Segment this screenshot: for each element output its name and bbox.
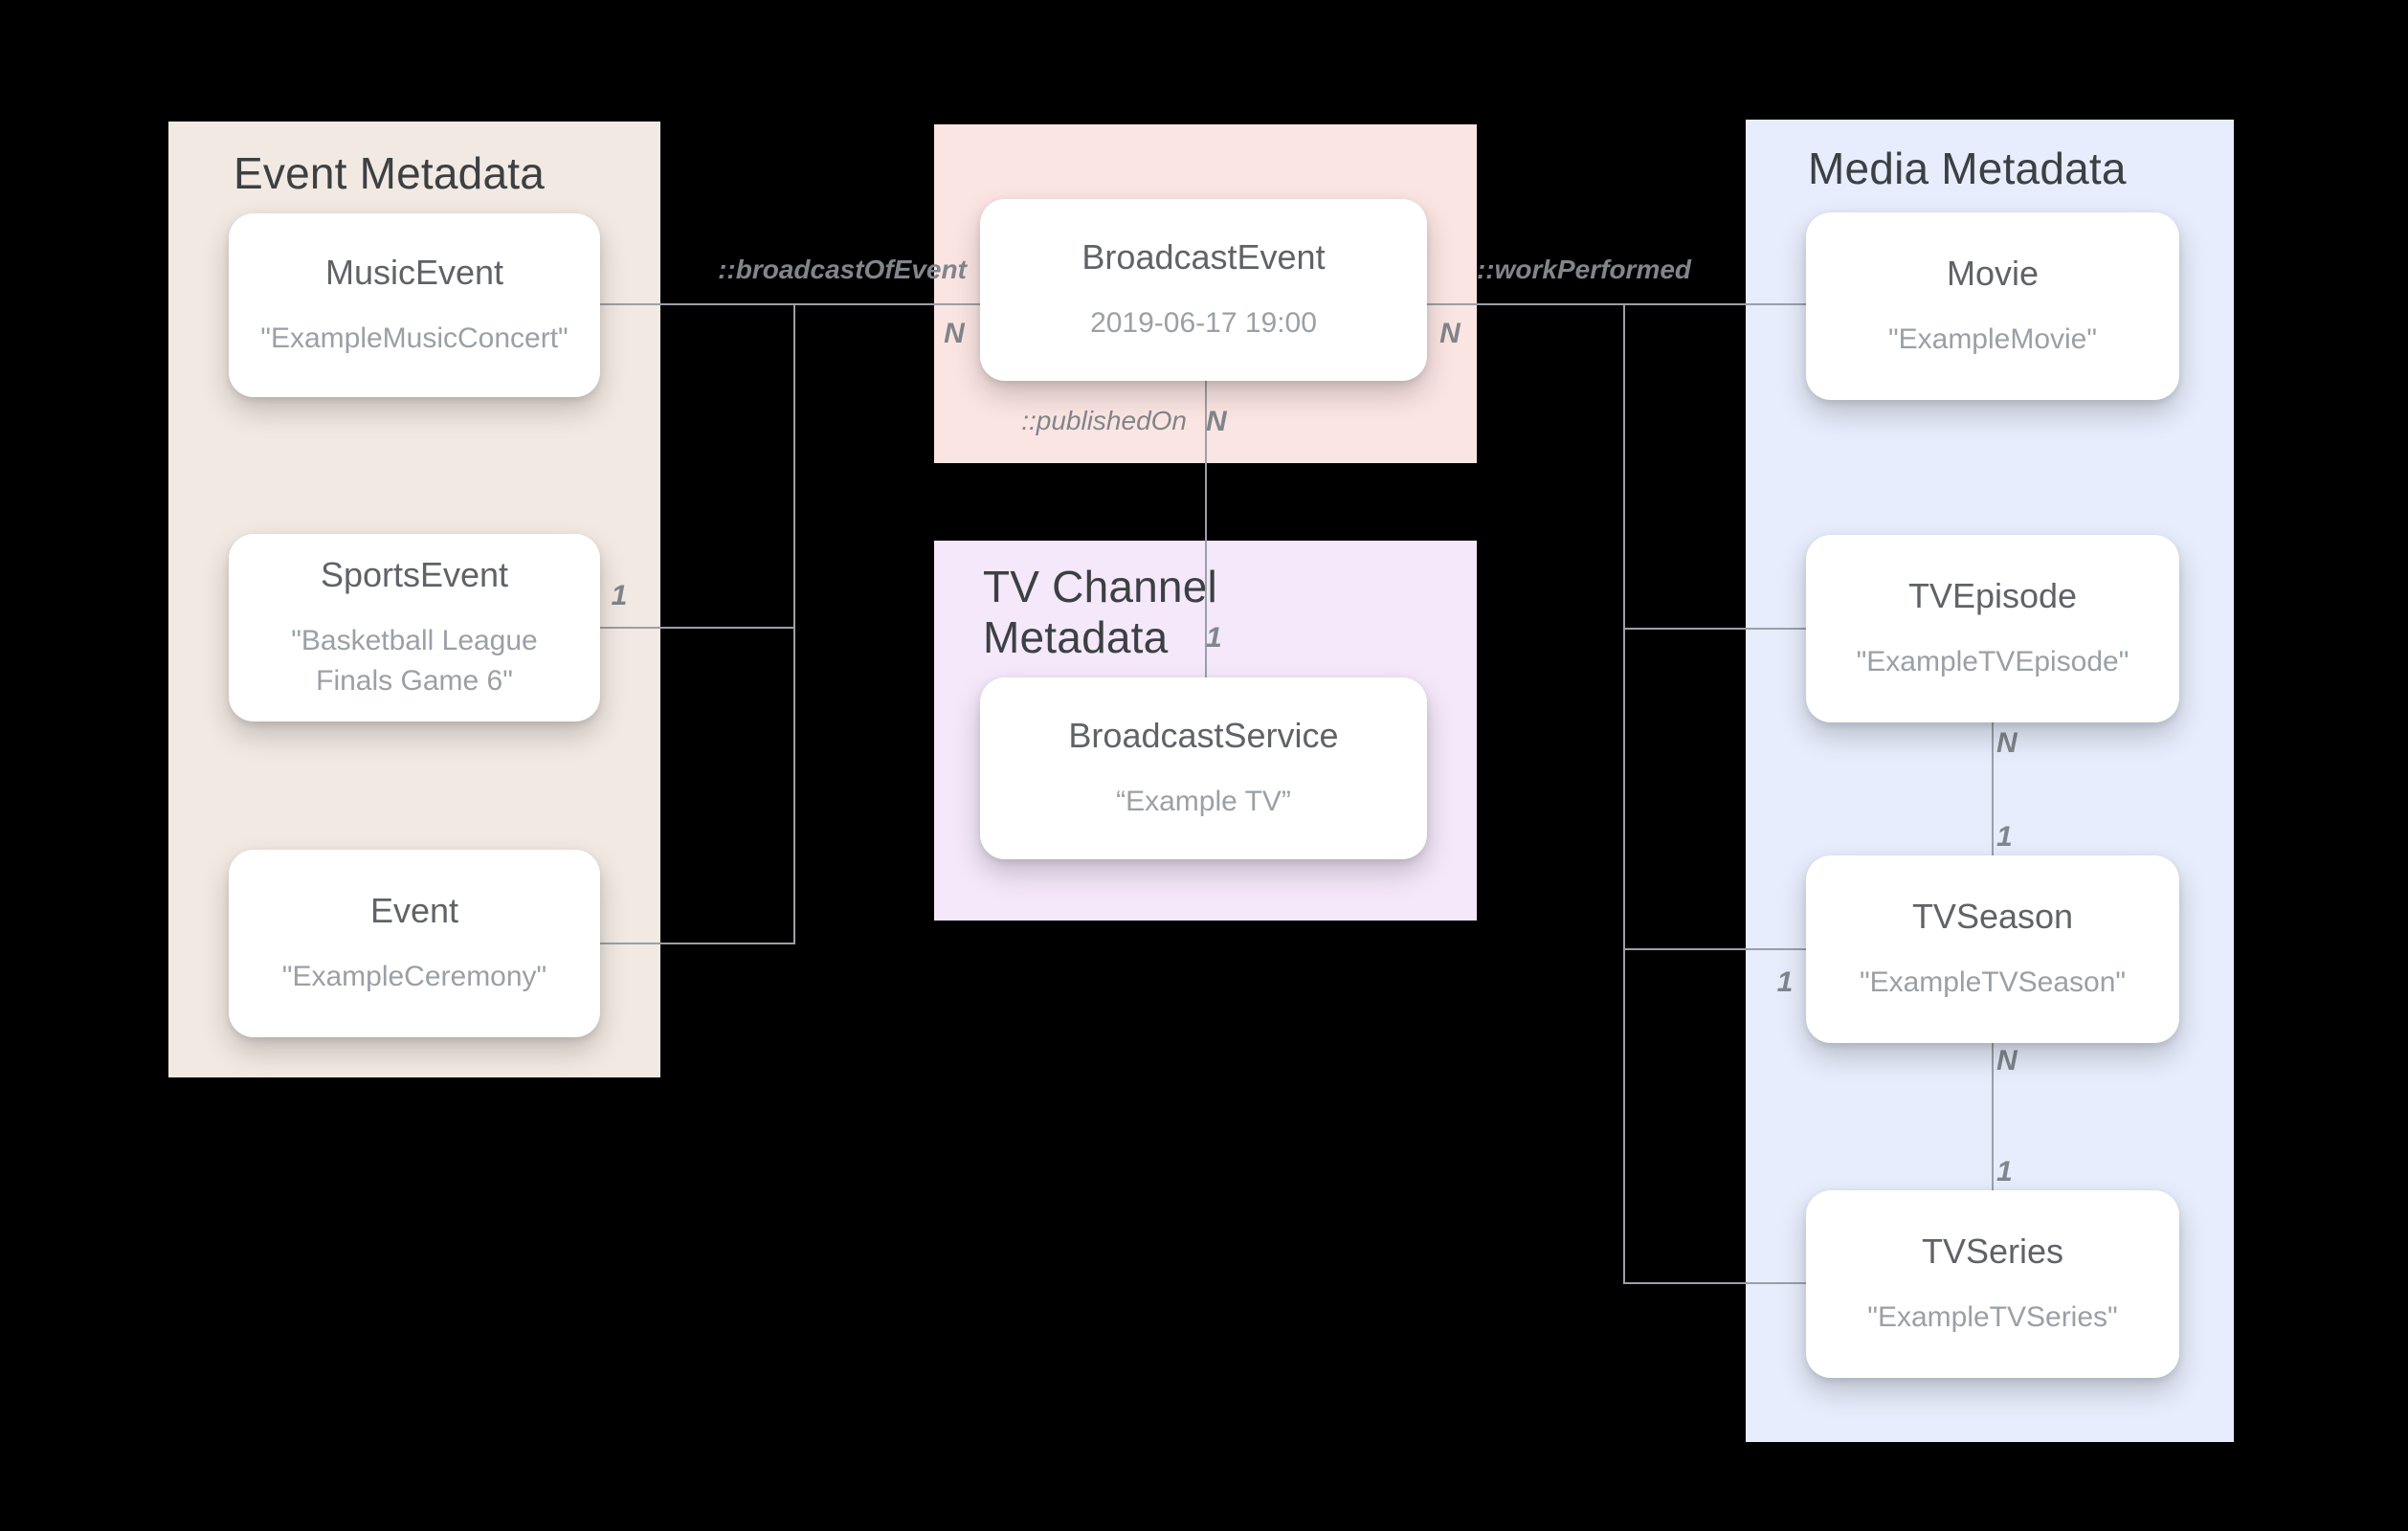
cardinality-episode-to-season-1: 1 [1996, 821, 2013, 853]
node-tv-season: TVSeason "ExampleTVSeason" [1806, 855, 2179, 1043]
connector-sports-event-branch [599, 627, 794, 629]
node-title: MusicEvent [324, 253, 504, 293]
node-title: BroadcastService [1068, 716, 1339, 756]
cardinality-season-to-series-1: 1 [1996, 1156, 2013, 1187]
node-subtitle: "ExampleCeremony" [281, 960, 547, 992]
cardinality-broadcast-event-left: N [944, 318, 965, 349]
connector-published-on [1205, 381, 1207, 677]
relation-label-broadcast-of-event: ::broadcastOfEvent [718, 255, 967, 284]
media-metadata-panel-title: Media Metadata [1808, 144, 2127, 193]
node-subtitle: "ExampleMovie" [1887, 322, 2098, 355]
connector-work-performed [1427, 303, 1806, 305]
connector-tv-episode-branch [1623, 628, 1806, 630]
node-broadcast-event: BroadcastEvent 2019-06-17 19:00 [980, 199, 1427, 381]
connector-season-to-series [1992, 1043, 1994, 1190]
node-sports-event: SportsEvent "Basketball League Finals Ga… [229, 534, 600, 721]
cardinality-episode-to-season-n: N [1996, 727, 2018, 759]
connector-tv-season-branch [1623, 948, 1806, 950]
event-metadata-panel-title: Event Metadata [234, 148, 546, 198]
node-subtitle: "ExampleMusicConcert" [260, 322, 569, 354]
node-subtitle: "ExampleTVSeason" [1859, 965, 2127, 998]
cardinality-broadcast-event-right: N [1439, 318, 1460, 349]
node-title: TVEpisode [1907, 576, 2078, 616]
relation-label-published-on: ::publishedOn [1021, 406, 1187, 435]
cardinality-sports-event: 1 [611, 580, 628, 611]
node-title: Event [369, 891, 459, 931]
cardinality-broadcast-service: 1 [1206, 622, 1222, 654]
node-title: TVSeries [1921, 1231, 2064, 1272]
node-subtitle: "Basketball League Finals Game 6" [291, 624, 538, 697]
connector-tv-series-branch [1623, 1282, 1806, 1284]
connector-event-branch [599, 943, 794, 944]
node-title: TVSeason [1911, 897, 2074, 937]
node-subtitle: "ExampleTVSeries" [1867, 1300, 2118, 1333]
node-title: BroadcastEvent [1081, 237, 1326, 277]
node-subtitle: 2019-06-17 19:00 [1090, 306, 1317, 339]
connector-event-trunk [793, 303, 795, 944]
tv-channel-metadata-panel-title: TV Channel Metadata [983, 562, 1217, 663]
connector-broadcast-of-event [599, 303, 980, 305]
node-subtitle: “Example TV” [1116, 785, 1291, 817]
cardinality-season-to-series-n: N [1996, 1045, 2018, 1076]
node-tv-episode: TVEpisode "ExampleTVEpisode" [1806, 535, 2179, 722]
cardinality-published-on: N [1206, 406, 1227, 437]
node-music-event: MusicEvent "ExampleMusicConcert" [229, 213, 600, 397]
node-event: Event "ExampleCeremony" [229, 850, 600, 1037]
node-title: SportsEvent [320, 555, 509, 595]
relation-label-work-performed: ::workPerformed [1476, 255, 1692, 284]
node-movie: Movie "ExampleMovie" [1806, 212, 2179, 400]
node-tv-series: TVSeries "ExampleTVSeries" [1806, 1190, 2179, 1378]
node-broadcast-service: BroadcastService “Example TV” [980, 677, 1427, 859]
node-subtitle: "ExampleTVEpisode" [1856, 645, 2129, 677]
connector-media-trunk [1623, 303, 1625, 1284]
connector-episode-to-season [1992, 722, 1994, 855]
node-title: Movie [1946, 254, 2040, 294]
cardinality-tv-season-branch: 1 [1776, 966, 1794, 998]
